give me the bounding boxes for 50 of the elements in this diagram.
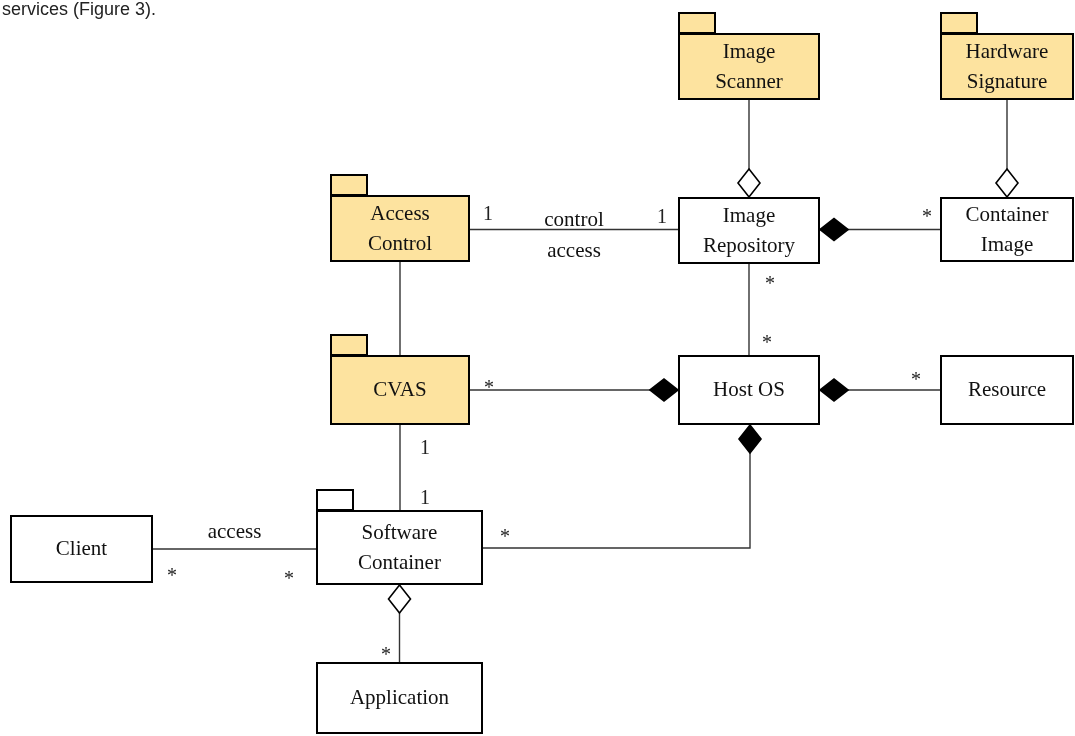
node-label: Client <box>54 535 109 563</box>
association-line <box>469 228 679 231</box>
node-label: Software Container <box>357 519 442 576</box>
association-line <box>399 424 401 511</box>
package-box <box>316 489 483 585</box>
node-label: Access Control <box>366 200 434 257</box>
package-box <box>330 174 470 262</box>
edge-label: access <box>206 519 263 543</box>
class-box <box>940 197 1074 262</box>
multiplicity: 1 <box>420 437 430 457</box>
package-box <box>940 12 1074 100</box>
association-line <box>152 548 317 550</box>
multiplicity: * <box>762 332 772 352</box>
multiplicity: * <box>167 565 177 585</box>
association-line-with-diamond <box>819 378 941 402</box>
multiplicity: 1 <box>483 203 493 223</box>
class-box <box>678 355 820 425</box>
node-label: Application <box>348 684 451 712</box>
association-line-with-diamond <box>995 99 1019 198</box>
association-line-with-diamond <box>819 217 941 242</box>
multiplicity: * <box>284 568 294 588</box>
multiplicity: * <box>922 206 932 226</box>
node-label: Resource <box>966 376 1048 404</box>
node-label: CVAS <box>372 376 428 404</box>
package-box <box>678 12 820 100</box>
multiplicity: * <box>484 377 494 397</box>
association-line-with-diamond <box>482 424 762 549</box>
package-box <box>330 334 470 425</box>
edge-label: control access <box>543 205 605 264</box>
multiplicity: 1 <box>420 487 430 507</box>
association-line-with-diamond <box>469 378 679 402</box>
class-box <box>940 355 1074 425</box>
class-box <box>678 197 820 264</box>
node-label: Hardware Signature <box>964 38 1050 95</box>
association-line <box>399 261 401 356</box>
multiplicity: 1 <box>657 206 667 226</box>
node-label: Image Scanner <box>714 38 784 95</box>
association-line-with-diamond <box>387 584 412 663</box>
multiplicity: * <box>765 273 775 293</box>
class-box <box>10 515 153 583</box>
class-box <box>316 662 483 734</box>
association-line <box>748 263 750 356</box>
body-text: services (Figure 3). <box>2 0 157 18</box>
multiplicity: * <box>381 644 391 664</box>
multiplicity: * <box>911 369 921 389</box>
multiplicity: * <box>500 526 510 546</box>
node-label: Host OS <box>712 376 786 404</box>
association-line-with-diamond <box>737 99 761 198</box>
node-label: Container Image <box>964 201 1050 258</box>
node-label: Image Repository <box>701 202 797 259</box>
